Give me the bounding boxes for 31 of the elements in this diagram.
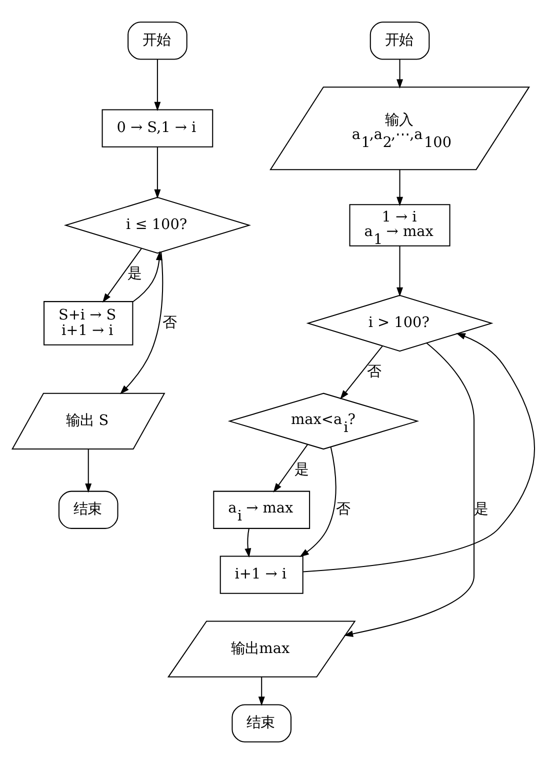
edge-label: 是 <box>474 502 488 518</box>
node-box: 开始 <box>128 22 188 60</box>
edge-label: 是 <box>128 266 142 282</box>
arrow <box>340 346 383 400</box>
node-box: i+1 → i <box>220 556 304 594</box>
arrow <box>244 528 252 558</box>
arrow <box>300 447 336 558</box>
arrow <box>132 250 162 302</box>
arrow <box>258 676 265 706</box>
arrow <box>396 59 404 89</box>
node-box: S+i → S i+1 → i <box>44 301 134 346</box>
node-diamond: i > 100? <box>306 294 494 352</box>
node-box: 结束 <box>58 490 118 529</box>
arrow <box>154 147 161 199</box>
edge-label: 是 <box>294 462 309 478</box>
edge-label: 否 <box>162 315 177 332</box>
arrow <box>344 342 475 638</box>
arrow <box>154 59 161 112</box>
arrow <box>120 252 164 394</box>
arrow <box>273 444 308 492</box>
arrow <box>85 449 92 493</box>
node-diamond: i ≤ 100? <box>64 196 251 254</box>
arrow <box>102 248 142 303</box>
node-box: 0 → S,1 → i <box>102 109 214 148</box>
arrow <box>303 333 535 572</box>
arrow <box>396 170 404 206</box>
arrow <box>396 246 404 297</box>
node-box: 结束 <box>232 704 292 742</box>
node-box: 开始 <box>370 22 430 60</box>
edge-label: 否 <box>336 502 350 518</box>
edge-label: 否 <box>366 364 381 380</box>
